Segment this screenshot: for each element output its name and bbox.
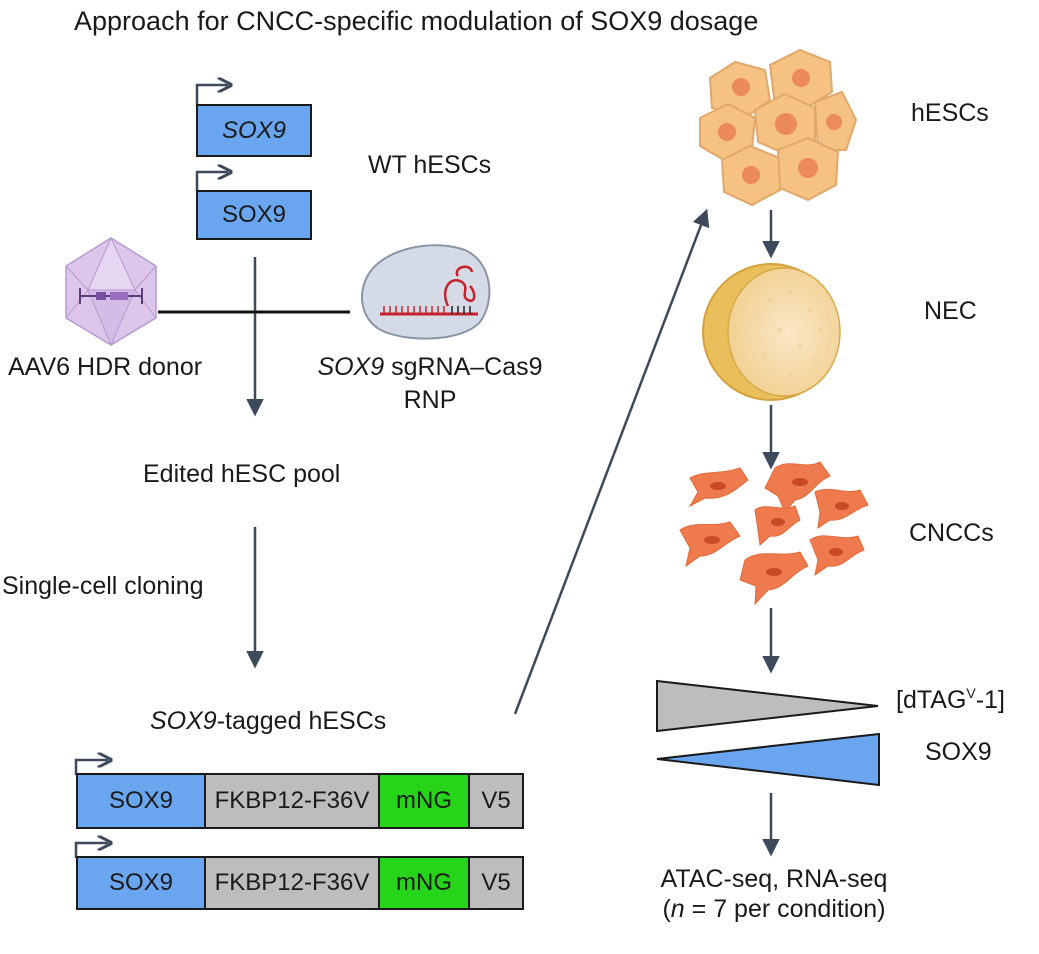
tagged-allele-2-sox9: SOX9	[76, 856, 206, 910]
dtag-gradient-wedge	[656, 679, 879, 733]
rnp-label: SOX9 sgRNA–Cas9 RNP	[300, 355, 560, 413]
tss-arrow-tagged-1	[74, 760, 108, 775]
dtag-label: [dTAGV-1]	[896, 686, 1005, 713]
aav6-donor-label: AAV6 HDR donor	[8, 353, 203, 381]
single-cell-cloning-label: Single-cell cloning	[2, 572, 204, 600]
tss-arrow-tagged-2	[74, 843, 108, 858]
readout-open: (	[662, 895, 671, 923]
wt-sox9-allele-2: SOX9	[196, 190, 312, 240]
readout-line1: ATAC-seq, RNA-seq	[660, 865, 888, 893]
readout-line2: (n = 7 per condition)	[662, 897, 885, 922]
cas9-rnp-icon	[361, 244, 491, 340]
rnp-label-rest: sgRNA–Cas9	[384, 353, 543, 381]
edited-pool-label: Edited hESC pool	[143, 460, 341, 488]
readout-rest: = 7 per condition)	[684, 895, 886, 923]
sox9-gradient-wedge	[656, 732, 880, 787]
cncc-cells-icon	[679, 461, 869, 606]
rnp-label-gene: SOX9	[317, 353, 385, 381]
tagged-allele-1-v5: V5	[468, 773, 524, 829]
figure-title: Approach for CNCC-specific modulation of…	[74, 6, 759, 36]
tagged-allele-1-mng: mNG	[378, 773, 470, 829]
readout-n: n	[670, 895, 685, 923]
rnp-label-line2: RNP	[403, 386, 457, 414]
tagged-allele-2-mng: mNG	[378, 856, 470, 910]
dtag-label-sup: V	[966, 685, 976, 701]
tagged-allele-2-fkbp12: FKBP12-F36V	[204, 856, 380, 910]
nec-stage-label: NEC	[924, 297, 977, 325]
tagged-label-gene: SOX9	[150, 707, 217, 735]
arrow-clones-to-hescs	[513, 208, 710, 715]
wt-sox9-allele-1: SOX9	[196, 104, 312, 157]
wt-hescs-label: WT hESCs	[368, 151, 492, 179]
tagged-allele-2-v5: V5	[468, 856, 524, 910]
tagged-hescs-label: SOX9-tagged hESCs	[150, 709, 386, 734]
tss-arrow-wt-1	[195, 85, 228, 105]
tagged-allele-1-fkbp12: FKBP12-F36V	[204, 773, 380, 829]
dtag-label-open: [dTAG	[896, 686, 967, 714]
tagged-label-rest: -tagged hESCs	[216, 707, 387, 735]
tss-arrow-wt-2	[195, 172, 228, 191]
dtag-label-close: -1]	[975, 686, 1005, 714]
aav6-capsid-icon	[65, 236, 157, 347]
cnccs-stage-label: CNCCs	[909, 519, 994, 547]
nec-sphere-icon	[702, 263, 841, 401]
hescs-stage-label: hESCs	[911, 99, 989, 127]
readout-label: ATAC-seq, RNA-seq (n = 7 per condition)	[626, 867, 922, 922]
tagged-allele-1-sox9: SOX9	[76, 773, 206, 829]
sox9-gradient-label: SOX9	[925, 738, 992, 766]
